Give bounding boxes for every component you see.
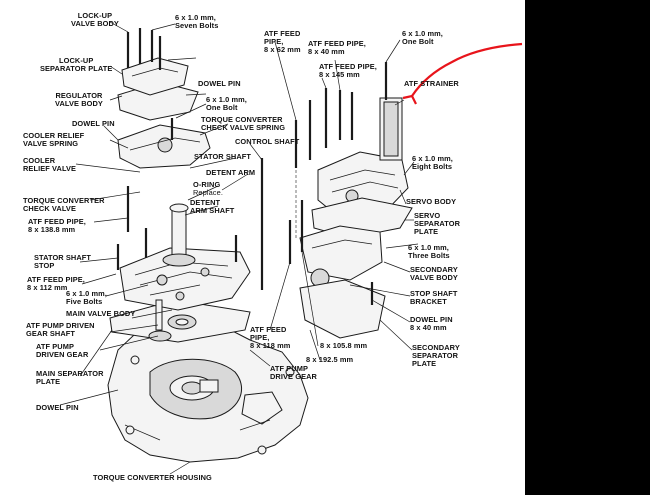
label-pipe-192: 8 x 192.5 mm — [306, 355, 354, 364]
label-lockup-separator-plate: LOCK-UP SEPARATOR PLATE — [40, 56, 113, 73]
label-seven-bolts: 6 x 1.0 mm, Seven Bolts — [175, 13, 219, 30]
label-cooler-relief-valve: COOLER RELIEF VALVE — [23, 156, 77, 173]
label-main-valve-body: MAIN VALVE BODY — [66, 309, 136, 318]
label-atf-pump-drive-gear: ATF PUMP DRIVE GEAR — [270, 364, 317, 381]
label-stop-shaft-bracket: STOP SHAFT BRACKET — [410, 289, 458, 306]
label-dowel-pin-top: DOWEL PIN — [198, 79, 241, 88]
stator-shaft-drawing — [162, 203, 196, 267]
regulator-valve-body-drawing — [117, 124, 211, 169]
label-atf-feed-pipe-118: ATF FEED PIPE, 8 x 118 mm — [250, 325, 291, 350]
exploded-view-drawing — [59, 21, 523, 475]
label-atf-feed-pipe-145: ATF FEED PIPE, 8 x 145 mm — [319, 62, 377, 79]
label-main-separator-plate: MAIN SEPARATOR PLATE — [36, 369, 104, 386]
label-cooler-relief-valve-spring: COOLER RELIEF VALVE SPRING — [23, 131, 85, 148]
label-detent-arm: DETENT ARM — [206, 168, 256, 177]
secondary-separator-plate-drawing — [299, 279, 386, 339]
label-atf-feed-pipe-138: ATF FEED PIPE, 8 x 138.8 mm — [28, 217, 86, 234]
label-dowel-pin-bottom: DOWEL PIN — [36, 403, 79, 412]
leader-lines — [59, 21, 419, 475]
label-pipe-105: 8 x 105.8 mm — [320, 341, 368, 350]
label-secondary-separator-plate: SECONDARY SEPARATOR PLATE — [412, 343, 460, 368]
label-atf-strainer: ATF STRAINER — [404, 79, 459, 88]
label-detent-arm-shaft: DETENT ARM SHAFT — [190, 198, 235, 215]
label-lockup-valve-body: LOCK-UP VALVE BODY — [71, 11, 119, 28]
label-stator-shaft: STATOR SHAFT — [194, 152, 252, 161]
label-stator-shaft-stop: STATOR SHAFT STOP — [34, 253, 92, 270]
atf-pump-gears-drawing — [148, 299, 197, 342]
label-atf-pump-driven-gear: ATF PUMP DRIVEN GEAR — [36, 342, 89, 359]
label-one-bolt-mid: 6 x 1.0 mm, One Bolt — [206, 95, 247, 112]
label-eight-bolts: 6 x 1.0 mm, Eight Bolts — [412, 154, 453, 171]
secondary-valve-body-drawing — [299, 225, 383, 288]
label-atf-feed-pipe-62: ATF FEED PIPE, 8 x 62 mm — [264, 29, 301, 54]
label-control-shaft: CONTROL SHAFT — [235, 137, 300, 146]
label-dowel-pin-left: DOWEL PIN — [72, 119, 115, 128]
label-dowel-pin-right: DOWEL PIN 8 x 40 mm — [410, 315, 453, 332]
servo-body-drawing — [317, 151, 409, 219]
label-servo-body: SERVO BODY — [406, 197, 457, 206]
label-tc-check-valve: TORQUE CONVERTER CHECK VALVE — [23, 196, 105, 213]
label-servo-separator-plate: SERVO SEPARATOR PLATE — [414, 211, 461, 236]
left-bolts-drawing — [116, 28, 238, 270]
black-side-bar — [525, 0, 650, 495]
label-three-bolts: 6 x 1.0 mm, Three Bolts — [408, 243, 450, 260]
main-valve-body-drawing — [119, 247, 251, 311]
label-o-ring: O-RING — [193, 180, 221, 189]
right-bolts-pipes-drawing — [288, 62, 388, 305]
label-regulator-valve-body: REGULATOR VALVE BODY — [55, 91, 103, 108]
label-o-ring-note: Replace. — [193, 188, 223, 197]
atf-strainer-drawing — [379, 97, 403, 161]
label-five-bolts: 6 x 1.0 mm, Five Bolts — [66, 289, 107, 306]
lockup-valve-body-drawing — [121, 57, 189, 96]
label-atf-feed-pipe-112: ATF FEED PIPE, 8 x 112 mm — [27, 275, 85, 292]
torque-converter-housing-drawing — [107, 319, 309, 463]
label-secondary-valve-body: SECONDARY VALVE BODY — [410, 265, 458, 282]
label-one-bolt-top-right: 6 x 1.0 mm, One Bolt — [402, 29, 443, 46]
label-atf-pump-driven-gear-shaft: ATF PUMP DRIVEN GEAR SHAFT — [26, 321, 95, 338]
label-tc-check-valve-spring: TORQUE CONVERTER CHECK VALVE SPRING — [201, 115, 286, 132]
diagram-canvas: LOCK-UP VALVE BODY 6 x 1.0 mm, Seven Bol… — [23, 11, 523, 482]
label-torque-converter-housing: TORQUE CONVERTER HOUSING — [93, 473, 212, 482]
red-annotation-arrow — [402, 42, 523, 105]
label-atf-feed-pipe-40: ATF FEED PIPE, 8 x 40 mm — [308, 39, 366, 56]
